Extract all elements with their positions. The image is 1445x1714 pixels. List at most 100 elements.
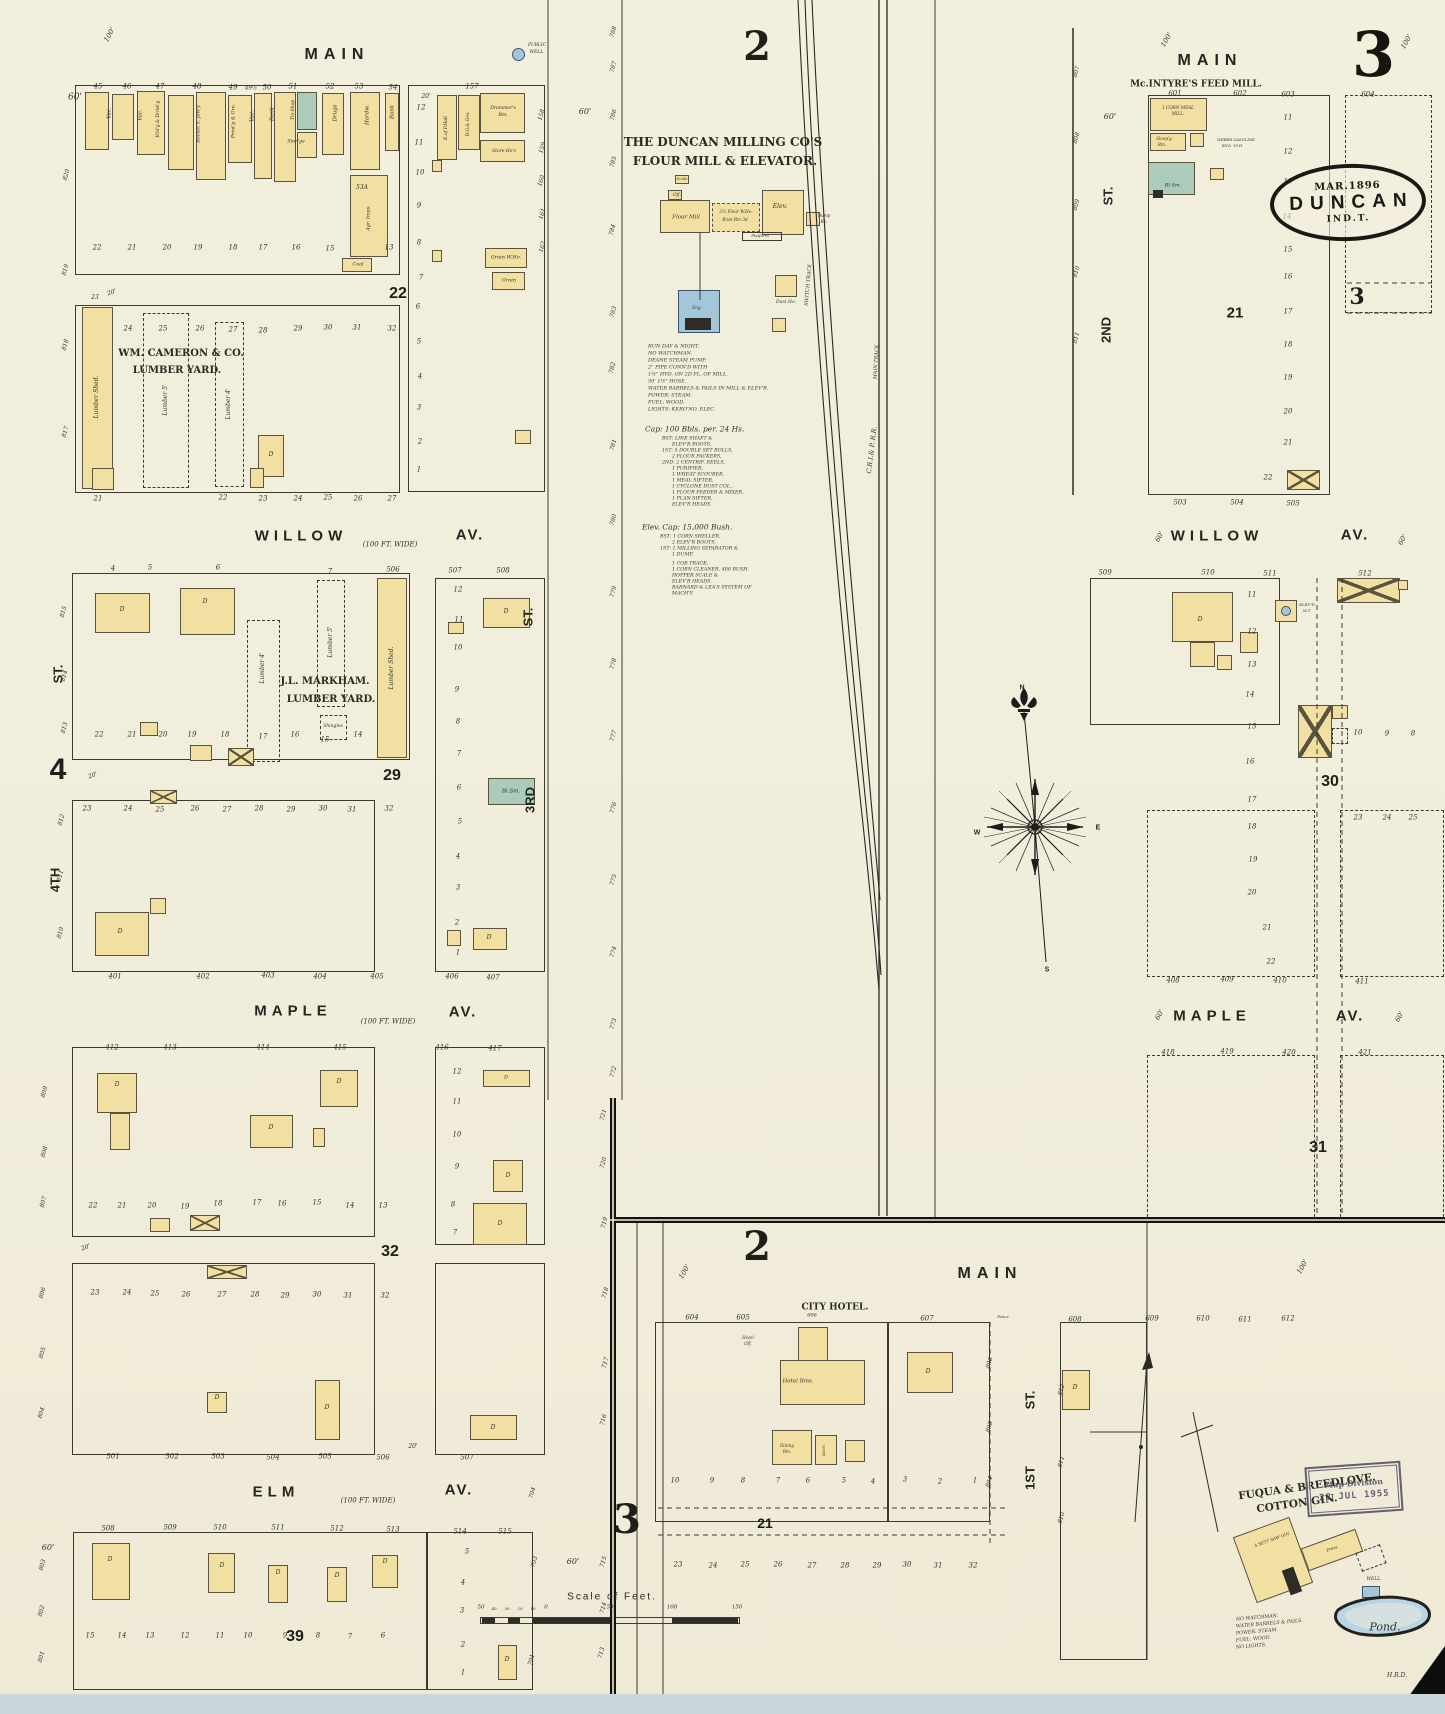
map-label: 504	[266, 1453, 280, 1462]
map-label: D	[497, 1220, 503, 1227]
map-label: FUEL: WOOD.	[648, 399, 685, 406]
map-label: 26	[195, 324, 205, 333]
map-label: 5	[457, 817, 463, 826]
map-label: Vac.	[106, 107, 113, 119]
map-label: 1 CORN CLEANER, 400 BUSH.	[672, 567, 749, 573]
matchline-ref-3-small: 3	[1349, 284, 1365, 310]
dwelling	[473, 1203, 527, 1245]
elevator-capacity: Elev. Cap: 15,000 Bush.	[642, 522, 733, 532]
map-label: 772	[608, 1065, 619, 1079]
map-label: 6	[415, 302, 421, 311]
map-label: 25	[323, 493, 333, 502]
map-label: D	[117, 928, 123, 935]
map-label: 17	[252, 1198, 262, 1207]
map-label: 817	[60, 425, 71, 439]
map-label: DEANE STEAM PUMP.	[648, 357, 707, 364]
map-label: 605	[736, 1313, 750, 1322]
compass-s: S	[1044, 966, 1050, 974]
scale-bar-segment	[482, 1618, 495, 1623]
map-label: 409	[1220, 975, 1234, 984]
map-label: 1 COB TRACK,	[672, 561, 709, 567]
map-label: 506	[376, 1453, 390, 1462]
map-label: 5	[416, 337, 422, 346]
map-label: 24	[293, 494, 303, 503]
map-label: 52	[325, 82, 335, 91]
map-label: 17	[1247, 795, 1257, 804]
map-label: 716	[598, 1413, 609, 1427]
map-label: D	[1072, 1384, 1078, 1391]
map-label: LUMBER YARD.	[132, 365, 222, 376]
map-label: 23	[258, 494, 268, 503]
map-label: Hotel	[742, 1334, 754, 1340]
map-label: 505	[318, 1452, 332, 1461]
map-label: 24	[123, 804, 133, 813]
map-label: 19	[187, 730, 197, 739]
map-label: 810	[1071, 265, 1082, 279]
street-main-s: MAIN	[957, 1265, 1023, 1282]
map-label: 49	[228, 83, 238, 92]
railroad-tracks	[797, 0, 888, 1216]
map-label: 807	[1071, 65, 1082, 79]
map-label: D	[119, 606, 125, 613]
map-label: 15	[312, 1198, 322, 1207]
map-label: 603	[1281, 90, 1295, 99]
map-label: 13	[378, 1201, 388, 1210]
block-outline	[1148, 95, 1330, 495]
map-label: 610	[1196, 1314, 1210, 1323]
map-label: 403	[261, 971, 275, 980]
map-label: 28	[250, 1290, 260, 1299]
map-label: 20'	[106, 287, 118, 298]
map-label: 701	[526, 1653, 537, 1667]
map-label: 809	[1071, 198, 1082, 212]
flour-mill-building	[660, 200, 710, 233]
map-label: 159	[537, 141, 548, 155]
map-label: RUN DAY & NIGHT.	[648, 343, 700, 350]
map-label: 23	[82, 804, 92, 813]
map-label: 804	[984, 1475, 995, 1489]
map-label: D	[925, 1368, 931, 1375]
building-outline	[1332, 728, 1348, 744]
map-label: 24	[708, 1561, 718, 1570]
map-label: 507	[460, 1453, 474, 1462]
building-x	[1337, 578, 1400, 603]
map-label: 780	[608, 513, 619, 527]
lumber-pile-outline	[143, 313, 189, 488]
map-label: 15	[325, 244, 335, 253]
map-label: 781	[608, 438, 619, 452]
map-label: ELEV'R BOOTS,	[672, 442, 712, 448]
block-outline	[72, 1263, 375, 1455]
map-label: 509	[163, 1523, 177, 1532]
map-label: 509	[1098, 568, 1112, 577]
map-label: 4	[455, 852, 461, 861]
map-label: 715	[598, 1555, 609, 1569]
map-label: 9	[454, 1162, 460, 1171]
map-label: 8	[315, 1631, 321, 1640]
street-elm: ELM	[252, 1483, 300, 1501]
map-label: D	[503, 1074, 509, 1081]
water-tank	[1281, 606, 1291, 616]
building	[92, 468, 114, 490]
map-label: 512	[1358, 569, 1372, 578]
map-label: Dining	[779, 1442, 795, 1448]
map-label: 21	[1283, 438, 1293, 447]
map-label: 160	[536, 174, 547, 188]
compass-e: E	[1095, 824, 1101, 832]
map-label: 51	[288, 82, 298, 91]
map-label: Vac.	[249, 110, 256, 122]
map-label: 19	[180, 1202, 190, 1211]
map-label: 9	[416, 201, 422, 210]
map-label: 1 MEAL SIFTER,	[672, 478, 714, 484]
map-label: 30	[504, 1606, 510, 1611]
street-main-ne: MAIN	[1177, 52, 1243, 69]
map-label: Print'g & Gro.	[231, 103, 237, 139]
building	[85, 92, 109, 150]
map-label: 22	[218, 493, 228, 502]
map-label: Dump	[817, 212, 831, 218]
map-label: D	[268, 451, 274, 458]
compass-n: N	[1019, 684, 1025, 692]
map-label: Lumber 4'	[259, 652, 266, 684]
map-label: 27	[222, 805, 232, 814]
map-label: 100'	[1399, 33, 1414, 51]
structure-solid	[1153, 190, 1163, 198]
map-label: 405	[370, 972, 384, 981]
